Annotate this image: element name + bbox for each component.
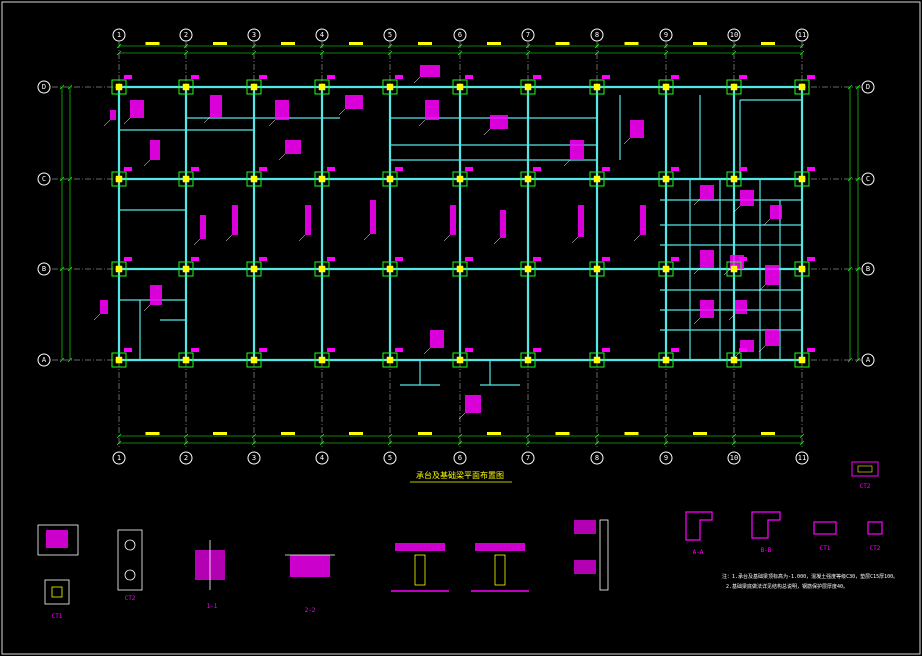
detail-label-3: 2-2 xyxy=(305,607,316,614)
general-note-line-1: 注：1.承台及基础梁顶标高为-1.000，混凝土强度等级C30，垫层C15厚10… xyxy=(722,573,898,580)
grid-bubble-left-D: D xyxy=(37,80,51,94)
grid-bubble-top-4: 4 xyxy=(315,28,329,42)
grid-bubble-left-B: B xyxy=(37,262,51,276)
svg-text:1: 1 xyxy=(117,454,121,462)
dimension-lines xyxy=(59,42,861,446)
pile-caps xyxy=(111,75,815,368)
grid-bubble-top-7: 7 xyxy=(521,28,535,42)
svg-text:1: 1 xyxy=(117,31,121,39)
svg-text:7: 7 xyxy=(526,31,530,39)
general-note-line-2: 2.基础梁底做法详见结构总说明，钢筋保护层厚度40。 xyxy=(726,583,848,590)
detail-ct-top-label: CT2 xyxy=(860,483,871,490)
svg-text:5: 5 xyxy=(388,31,392,39)
svg-text:10: 10 xyxy=(730,454,738,462)
svg-text:2: 2 xyxy=(184,454,188,462)
detail-label-6: CT1 xyxy=(820,545,831,552)
detail-ct-top: CT2 xyxy=(851,461,879,490)
svg-text:D: D xyxy=(42,83,46,91)
svg-text:3: 3 xyxy=(252,454,256,462)
detail-label-7: CT2 xyxy=(870,545,881,552)
svg-text:8: 8 xyxy=(595,454,599,462)
grid-bubble-bottom-4: 4 xyxy=(315,451,329,465)
svg-text:9: 9 xyxy=(664,454,668,462)
svg-text:10: 10 xyxy=(730,31,738,39)
grid-bubble-bottom-11: 11 xyxy=(795,451,809,465)
grid-bubble-bottom-6: 6 xyxy=(453,451,467,465)
detail-label-5: B-B xyxy=(761,547,772,554)
svg-text:5: 5 xyxy=(388,454,392,462)
foundation-beams xyxy=(117,85,804,386)
grid-bubble-top-6: 6 xyxy=(453,28,467,42)
detail-label-2: 1-1 xyxy=(207,603,218,610)
svg-text:11: 11 xyxy=(798,31,806,39)
grid-bubble-right-A: A xyxy=(861,353,875,367)
grid-bubble-bottom-8: 8 xyxy=(590,451,604,465)
grid-bubble-right-D: D xyxy=(861,80,875,94)
svg-text:A: A xyxy=(42,356,47,364)
grid-bubbles-left: D C B A xyxy=(37,80,51,367)
grid-bubble-right-B: B xyxy=(861,262,875,276)
svg-text:D: D xyxy=(866,83,870,91)
svg-text:6: 6 xyxy=(458,454,462,462)
grid-bubble-top-10: 10 xyxy=(727,28,741,42)
grid-bubble-top-11: 11 xyxy=(795,28,809,42)
grid-bubble-bottom-2: 2 xyxy=(179,451,193,465)
grid-bubbles-bottom: 1 2 3 4 5 6 7 8 9 10 11 xyxy=(112,451,809,465)
svg-text:C: C xyxy=(42,175,46,183)
svg-text:4: 4 xyxy=(320,454,324,462)
svg-text:4: 4 xyxy=(320,31,324,39)
grid-bubble-top-5: 5 xyxy=(383,28,397,42)
svg-text:8: 8 xyxy=(595,31,599,39)
grid-bubble-top-3: 3 xyxy=(247,28,261,42)
svg-text:C: C xyxy=(866,175,870,183)
svg-text:3: 3 xyxy=(252,31,256,39)
grid-bubble-right-C: C xyxy=(861,172,875,186)
drawing-title: 承台及基础梁平面布置图 xyxy=(416,470,504,480)
grid-bubble-bottom-7: 7 xyxy=(521,451,535,465)
grid-bubble-bottom-1: 1 xyxy=(112,451,126,465)
svg-text:9: 9 xyxy=(664,31,668,39)
grid-bubble-top-2: 2 xyxy=(179,28,193,42)
svg-text:2: 2 xyxy=(184,31,188,39)
grid-bubble-left-A: A xyxy=(37,353,51,367)
grid-bubbles-top: 1 2 3 4 5 6 7 8 9 10 11 xyxy=(112,28,809,42)
grid-bubble-top-1: 1 xyxy=(112,28,126,42)
grid-bubble-bottom-9: 9 xyxy=(659,451,673,465)
grid-bubble-bottom-3: 3 xyxy=(247,451,261,465)
svg-text:11: 11 xyxy=(798,454,806,462)
grid-bubble-bottom-10: 10 xyxy=(727,451,741,465)
grid-bubbles-right: D C B A xyxy=(861,80,875,367)
grid-bubble-top-9: 9 xyxy=(659,28,673,42)
svg-text:6: 6 xyxy=(458,31,462,39)
svg-text:A: A xyxy=(866,356,871,364)
svg-text:B: B xyxy=(42,265,46,273)
grid-bubble-bottom-5: 5 xyxy=(383,451,397,465)
svg-text:7: 7 xyxy=(526,454,530,462)
detail-label-4: A-A xyxy=(693,549,704,556)
detail-label-0: CT1 xyxy=(52,613,63,620)
detail-label-1: CT2 xyxy=(125,595,136,602)
grid-bubble-top-8: 8 xyxy=(590,28,604,42)
svg-text:B: B xyxy=(866,265,870,273)
grid-bubble-left-C: C xyxy=(37,172,51,186)
reinforcement-annotations xyxy=(93,65,782,420)
